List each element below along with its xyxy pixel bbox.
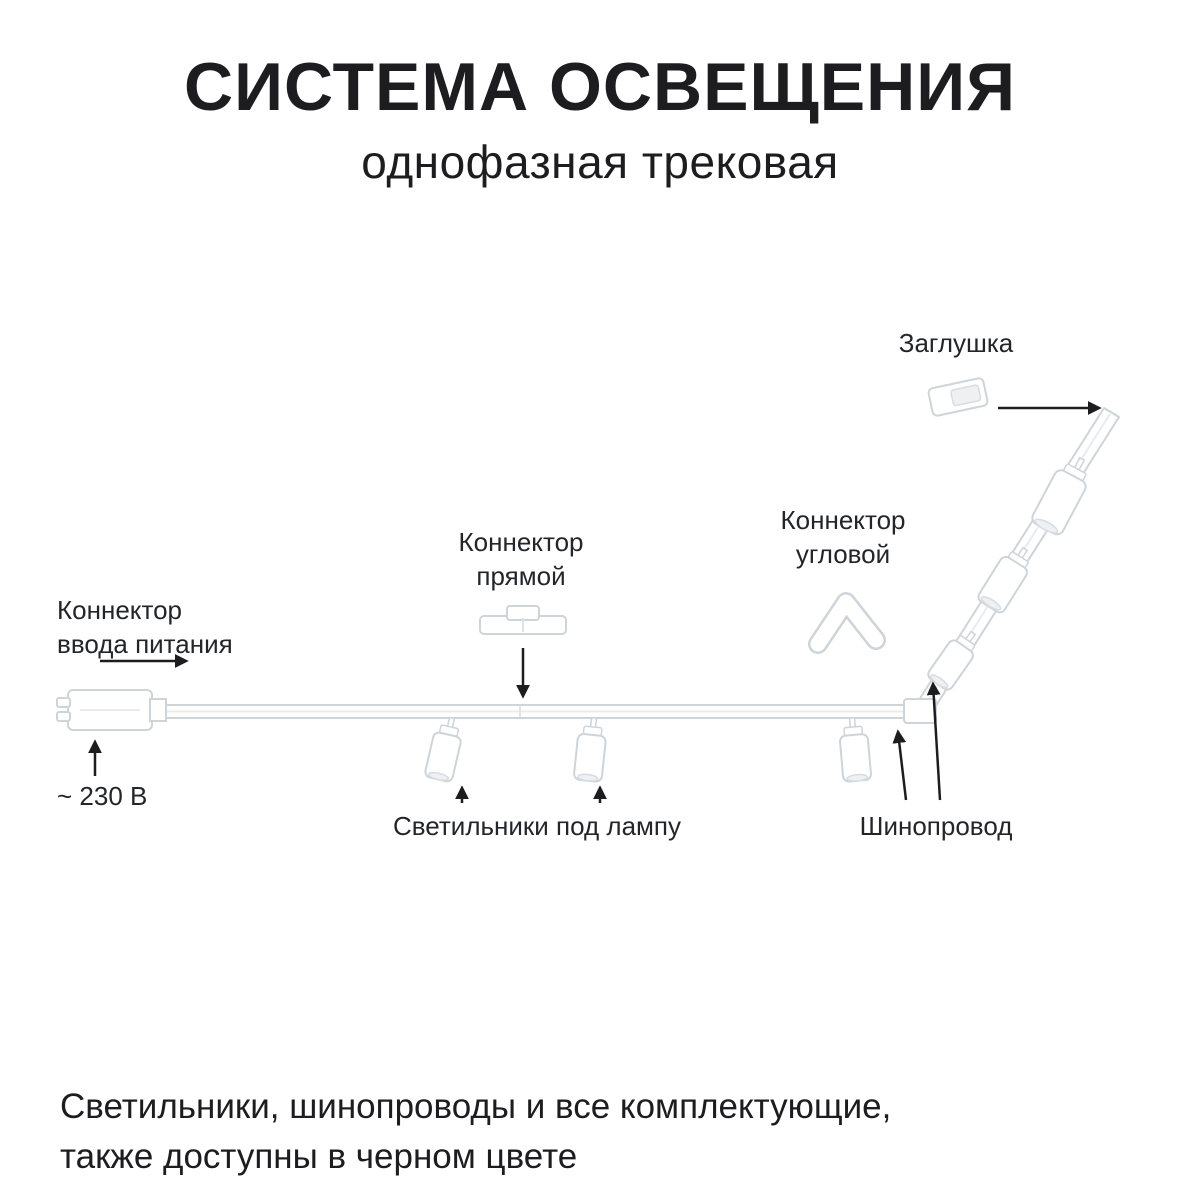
label-straight-connector-line2: прямой — [476, 560, 566, 591]
end-cap-icon — [927, 377, 989, 417]
label-power-input-connector: Коннектор ввода питания — [57, 594, 233, 662]
label-power-input-line1: Коннектор — [57, 595, 182, 625]
label-power-input-line2: ввода питания — [57, 628, 233, 659]
label-corner-connector: Коннектор угловой — [781, 504, 906, 572]
straight-connector-icon — [479, 605, 567, 635]
footer-note: Светильники, шинопроводы и все комплекту… — [60, 1082, 891, 1181]
corner-connector-icon — [808, 592, 886, 654]
label-voltage: ~ 230 В — [57, 781, 148, 811]
page-title: СИСТЕМА ОСВЕЩЕНИЯ — [184, 49, 1016, 125]
spotlight-icon — [573, 716, 607, 783]
corner-joint-icon — [903, 698, 937, 724]
footer-line1: Светильники, шинопроводы и все комплекту… — [60, 1087, 892, 1126]
arrow-track-right — [926, 681, 942, 801]
header: СИСТЕМА ОСВЕЩЕНИЯ однофазная трековая — [0, 49, 1200, 189]
spotlight-icon — [1031, 456, 1087, 536]
annotation-arrows — [88, 401, 1102, 803]
spotlight-icon — [839, 716, 872, 783]
label-straight-connector-line1: Коннектор — [458, 527, 584, 557]
arrow-track-left — [892, 729, 908, 801]
label-corner-connector-line2: угловой — [795, 538, 891, 569]
spotlight-icon — [424, 716, 462, 783]
track-horizontal-icon — [162, 704, 922, 719]
label-end-cap: Заглушка — [898, 328, 1014, 358]
page-subtitle: однофазная трековая — [361, 136, 839, 189]
spotlight-icon — [977, 546, 1029, 614]
label-straight-connector: Коннектор прямой — [459, 526, 584, 594]
label-lamps: Светильники под лампу — [393, 811, 681, 841]
power-input-connector-icon — [56, 689, 167, 731]
footer-line2: также доступны в черном цвете — [60, 1136, 578, 1176]
label-track: Шинопровод — [859, 811, 1013, 841]
label-corner-connector-line1: Коннектор — [780, 505, 906, 535]
